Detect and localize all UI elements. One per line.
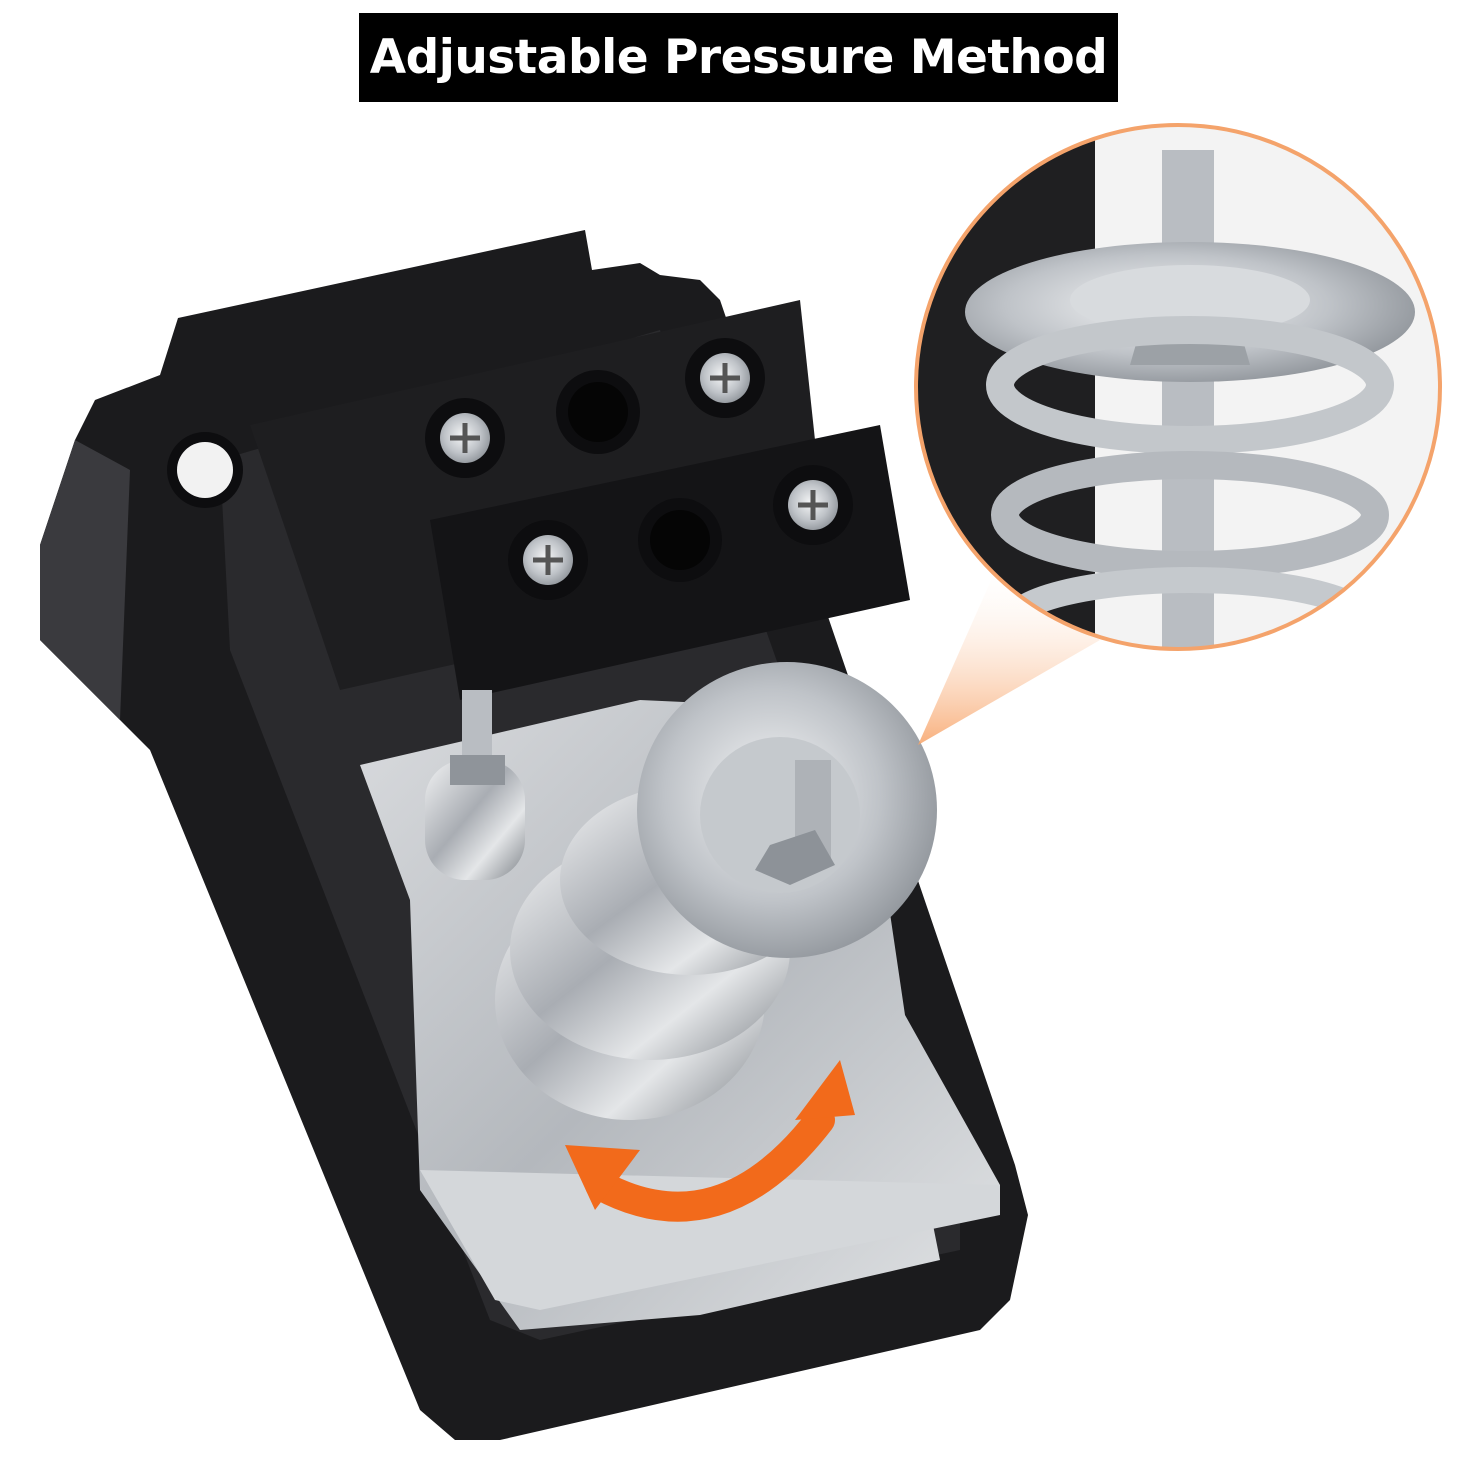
terminal-screw-4 bbox=[773, 465, 853, 545]
terminal-screw-3 bbox=[508, 520, 588, 600]
terminal-screw-2 bbox=[685, 338, 765, 418]
rotation-arrow bbox=[585, 1105, 835, 1222]
title-banner: Adjustable Pressure Method bbox=[359, 13, 1118, 102]
terminal-screw-1 bbox=[425, 398, 505, 478]
rotation-arrow-head-right bbox=[795, 1060, 855, 1120]
adjustment-spring bbox=[495, 662, 937, 1120]
terminal-hole-2 bbox=[638, 498, 722, 582]
page-title: Adjustable Pressure Method bbox=[369, 30, 1108, 85]
differential-spring bbox=[425, 690, 525, 880]
terminal-hole-1 bbox=[556, 370, 640, 454]
rotation-arrow-head-left bbox=[565, 1145, 640, 1210]
